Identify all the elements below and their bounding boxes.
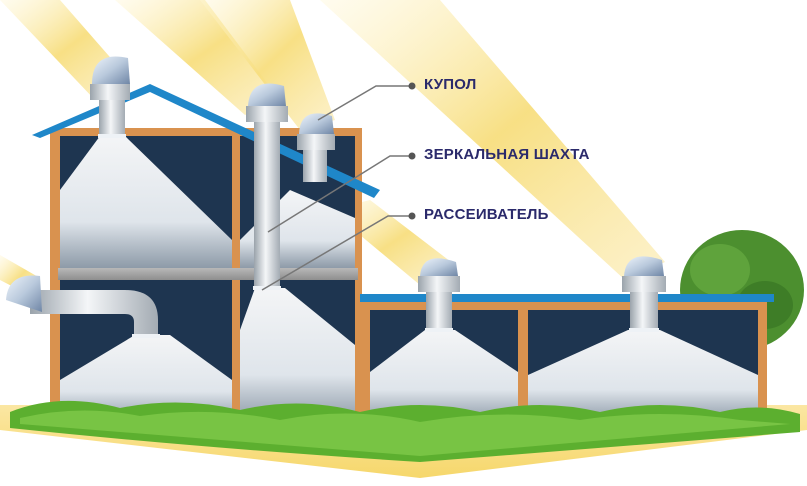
sunbeams <box>0 0 665 298</box>
light-cone-upper-left <box>60 136 232 268</box>
dome-leader <box>317 85 412 121</box>
diffuser-lower-right <box>253 286 281 290</box>
dome-leader-dot <box>408 82 416 90</box>
grass <box>10 400 800 462</box>
diffuser-large <box>629 328 659 332</box>
diffuser-leader-dot <box>408 212 416 220</box>
dome-side <box>6 275 42 312</box>
diffusers <box>98 134 659 338</box>
label-mirror-shaft: ЗЕРКАЛЬНАЯ ШАХТА <box>424 146 590 163</box>
label-dome: КУПОЛ <box>424 76 477 93</box>
dome-4 <box>418 258 460 292</box>
shaft-small <box>426 290 452 330</box>
dome-2 <box>246 83 288 122</box>
diffuser-lower-left <box>132 334 160 338</box>
domes <box>6 56 666 312</box>
label-diffuser: РАССЕИВАТЕЛЬ <box>424 206 549 223</box>
mirror-shaft-leader-dot <box>408 152 416 160</box>
diffuser-small <box>425 328 453 332</box>
mirror-shaft-leader <box>267 155 412 233</box>
light-cone-lower-right <box>240 288 355 422</box>
roof-flat <box>360 294 774 302</box>
light-cone-large <box>528 330 758 422</box>
callout-lines <box>261 82 416 291</box>
dome-1 <box>90 56 130 100</box>
floor-slab <box>58 268 358 280</box>
dome-5 <box>622 256 666 292</box>
diffuser-upper-left <box>98 134 126 138</box>
diffuser-leader <box>261 215 412 291</box>
dome-3 <box>297 113 335 150</box>
shaft-tall <box>254 118 280 290</box>
shaft-side-elbow <box>30 290 158 336</box>
sunbeam-2 <box>115 0 280 115</box>
light-cone-lower-left <box>60 335 232 422</box>
sunbeam-3 <box>200 0 335 130</box>
single-storey-building <box>360 294 774 430</box>
shaft-upper-right <box>303 150 327 182</box>
shaft-large <box>630 290 658 330</box>
mirror-shafts <box>30 100 658 336</box>
shaft-upper-left <box>99 100 125 138</box>
sunbeam-4 <box>320 0 665 280</box>
light-cone-small <box>370 330 518 422</box>
